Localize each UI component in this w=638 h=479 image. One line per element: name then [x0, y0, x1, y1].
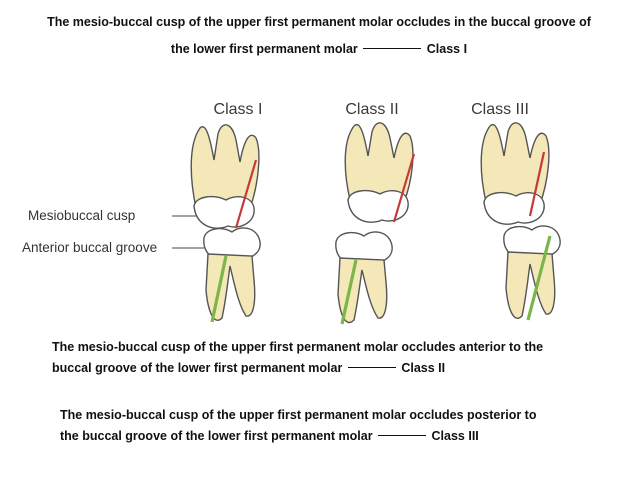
caption-class-1-line-2: the lower first permanent molar [170, 42, 358, 56]
upper-molar-crown [193, 195, 255, 229]
caption-class-2-line-1: The mesio-buccal cusp of the upper first… [52, 340, 544, 354]
upper-cusp-line-class-1 [234, 159, 258, 229]
caption-class-2: The mesio-buccal cusp of the upper first… [52, 337, 543, 379]
caption-class-1-label: Class I [426, 42, 468, 56]
tooth-pair-class-3 [480, 122, 561, 321]
upper-cusp-line-class-2 [392, 153, 416, 223]
caption-class-3-line-1: The mesio-buccal cusp of the upper first… [60, 408, 537, 422]
panel-title-class-3: Class III [471, 101, 529, 118]
upper-molar-roots [344, 122, 414, 203]
label-anterior-buccal-groove: Anterior buccal groove [22, 240, 157, 255]
caption-class-1: The mesio-buccal cusp of the upper first… [0, 9, 638, 63]
dash-separator [363, 48, 422, 50]
dash-separator [347, 367, 396, 369]
caption-class-2-label: Class II [401, 361, 446, 375]
panel-title-class-1: Class I [214, 101, 263, 118]
lower-groove-line-class-1 [210, 255, 228, 323]
caption-class-2-line-2: buccal groove of the lower first permane… [52, 361, 343, 375]
lower-groove-line-class-2 [340, 259, 358, 325]
lower-molar-roots [337, 257, 388, 324]
upper-molar-roots [480, 122, 550, 205]
caption-class-3-line-2: the buccal groove of the lower first per… [60, 429, 373, 443]
lower-molar-roots [205, 253, 256, 321]
label-mesiobuccal-cusp: Mesiobuccal cusp [28, 208, 135, 223]
upper-molar-roots [190, 124, 260, 209]
upper-cusp-line-class-3 [528, 151, 546, 217]
molar-occlusion-diagram: Class I Class II Class III Mesiobuccal c… [22, 101, 561, 325]
tooth-pair-class-2 [335, 122, 416, 325]
upper-molar-crown [483, 191, 545, 225]
caption-class-3: The mesio-buccal cusp of the upper first… [60, 405, 536, 447]
upper-molar-crown [347, 189, 409, 223]
caption-class-1-line-1: The mesio-buccal cusp of the upper first… [47, 15, 591, 29]
caption-class-3-label: Class III [431, 429, 479, 443]
panel-title-class-2: Class II [345, 101, 398, 118]
dash-separator [378, 435, 427, 437]
lower-groove-line-class-3 [526, 235, 552, 321]
tooth-pair-class-1 [190, 124, 261, 323]
